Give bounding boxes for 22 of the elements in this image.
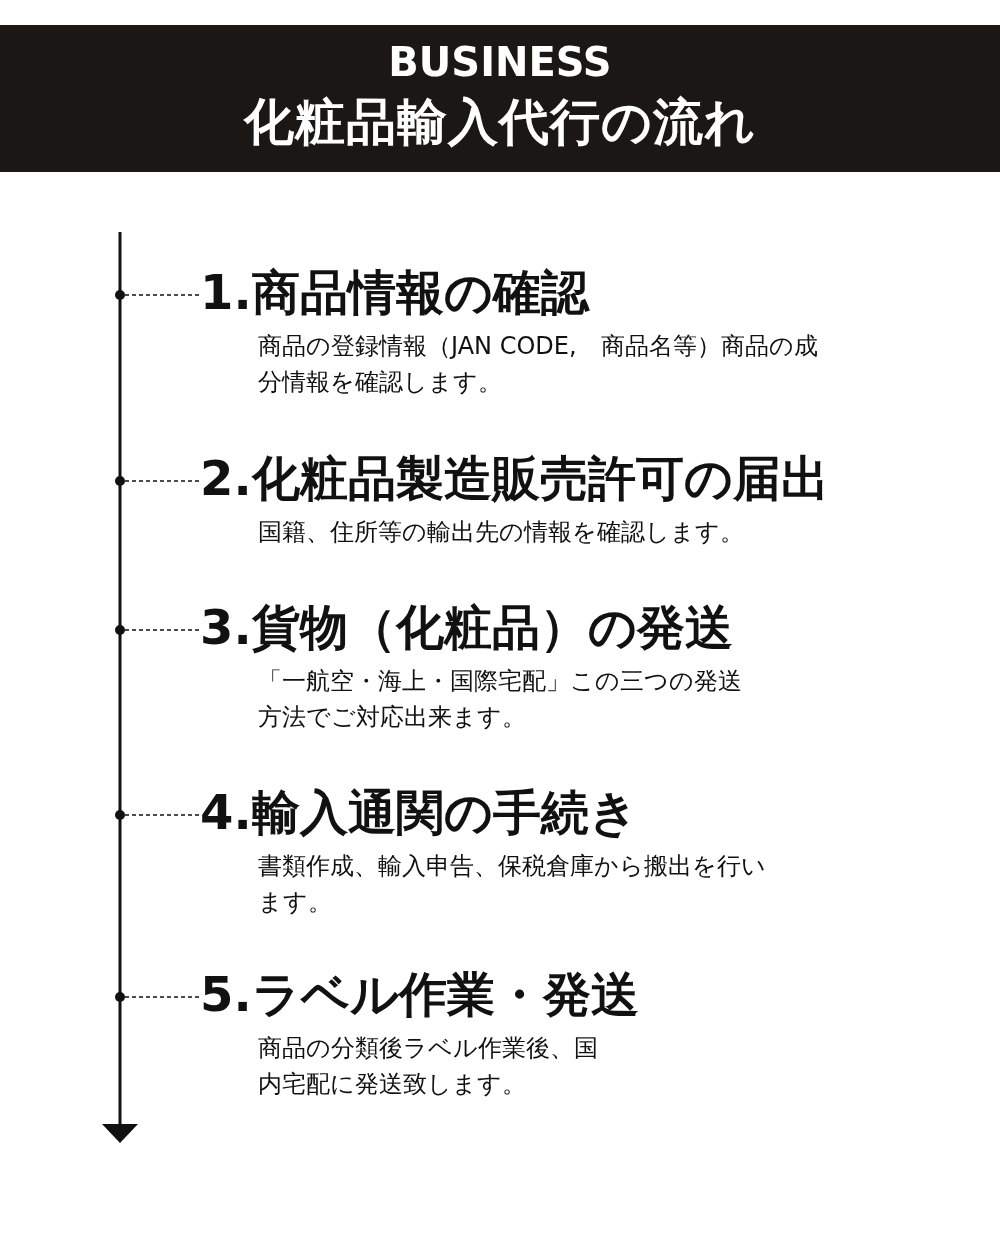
timeline-dot: [115, 476, 125, 486]
step-heading: 4.輸入通関の手続き: [200, 783, 639, 842]
leader-line: [124, 294, 201, 296]
leader-line: [124, 996, 201, 998]
step-heading: 3.貨物（化粧品）の発送: [200, 598, 734, 657]
step-heading: 1.商品情報の確認: [200, 263, 591, 322]
step-heading: 2.化粧品製造販売許可の届出: [200, 449, 829, 508]
timeline-dot: [115, 992, 125, 1002]
step-description: 「一航空・海上・国際宅配」この三つの発送方法でご対応出来ます。: [258, 666, 743, 733]
leader-line: [124, 814, 201, 816]
step-description: 商品の分類後ラベル作業後、国内宅配に発送致します。: [258, 1033, 599, 1100]
timeline-dot: [115, 290, 125, 300]
header-label: BUSINESS: [387, 39, 613, 85]
timeline-dot: [115, 810, 125, 820]
leader-line: [124, 480, 201, 482]
page-title: 化粧品輸入代行の流れ: [242, 92, 757, 153]
step-description: 商品の登録情報（JAN CODE, 商品名等）商品の成分情報を確認します。: [258, 331, 818, 398]
step-description: 書類作成、輸入申告、保税倉庫から搬出を行います。: [258, 851, 767, 918]
step-heading: 5.ラベル作業・発送: [200, 965, 639, 1024]
timeline-dot: [115, 625, 125, 635]
leader-line: [124, 629, 201, 631]
step-description: 国籍、住所等の輸出先の情報を確認します。: [258, 517, 745, 548]
